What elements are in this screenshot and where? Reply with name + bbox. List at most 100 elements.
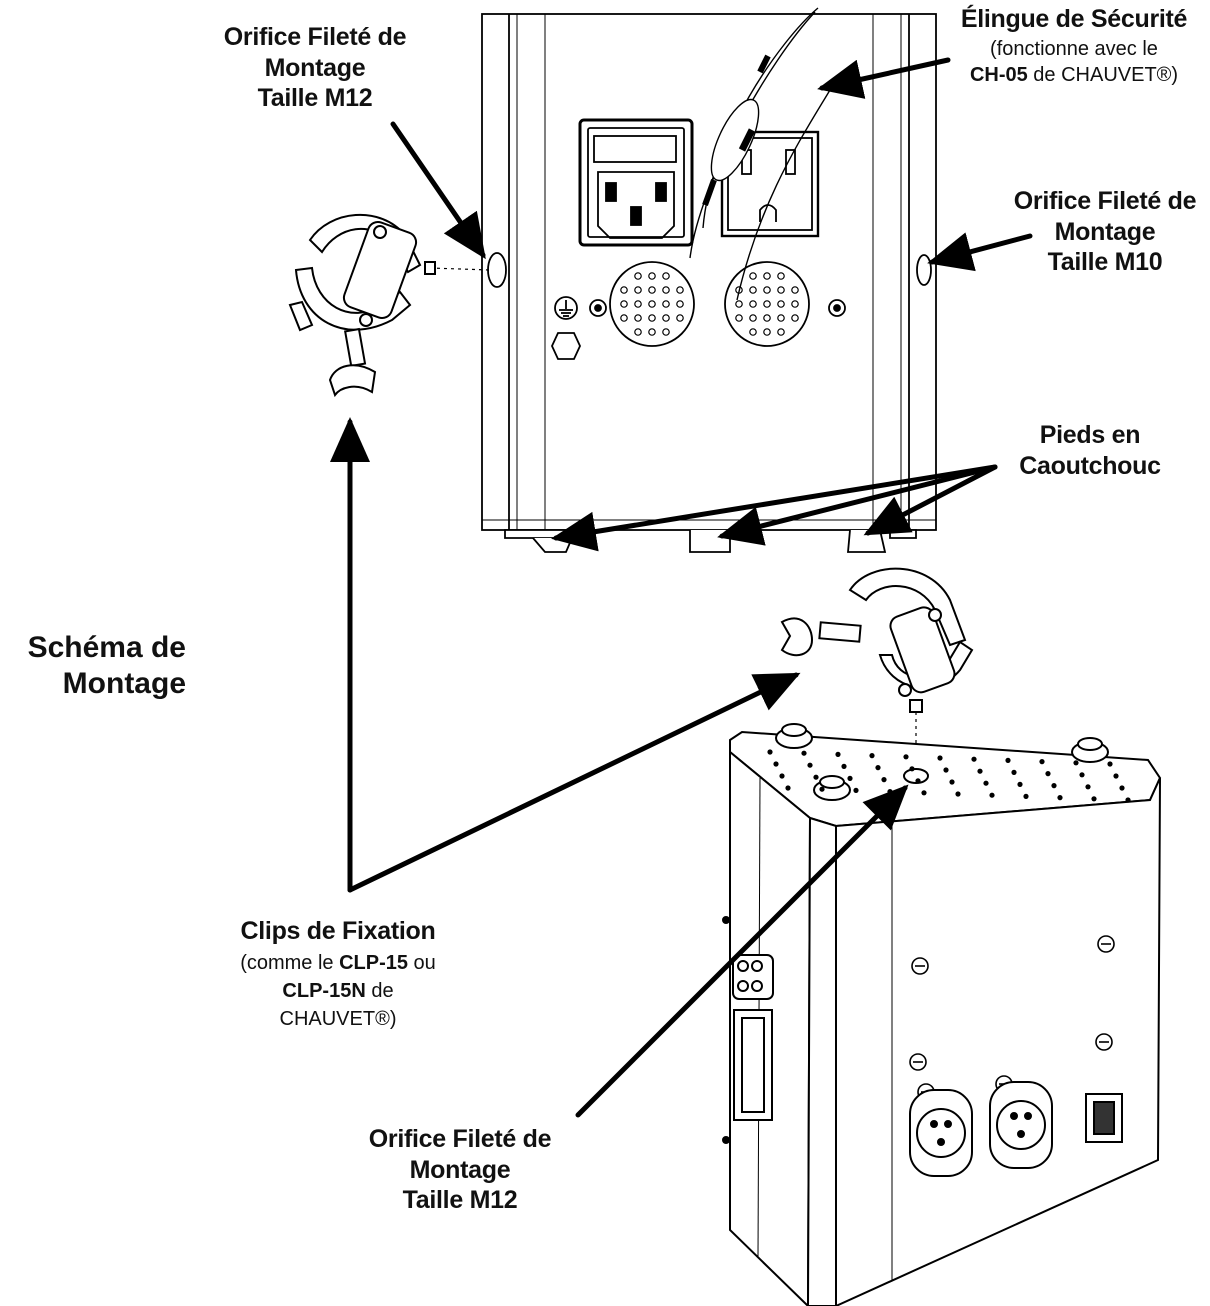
grill-hole [735,314,743,322]
label-safety-cable: Élingue de Sécurité (fonctionne avec le … [960,5,1188,86]
top-m12-hole [903,768,929,784]
power-inlet [578,118,694,247]
grill-hole [735,300,743,308]
vent-hole [875,765,881,771]
m10-side-hole [916,254,932,286]
grill-hole [777,314,785,322]
diagram-title: Schéma de Montage [6,630,186,702]
vent-hole [813,774,819,780]
top-posts [775,723,1109,801]
rubber-feet [504,529,917,553]
grill-hole [620,286,628,294]
vent-hole [767,749,773,755]
vent-hole [955,791,961,797]
vent-hole [869,753,875,759]
power-switch [1085,1093,1123,1143]
vent-hole [887,789,893,795]
vent-hole [853,787,859,794]
vent-hole [807,762,813,768]
vent-hole [1125,797,1131,803]
vent-hole [773,761,779,767]
power-outlet [720,130,820,238]
grill-hole [662,272,670,280]
vent-hole [1119,785,1125,791]
fixture-rear-view [481,7,937,553]
grill-hole [791,286,799,294]
vent-hole [1085,784,1091,790]
grill-hole [662,314,670,322]
grill-hole [749,272,757,280]
vent-hole [1005,757,1011,764]
vent-hole [943,767,949,773]
vent-hole [1017,781,1023,788]
grill-hole [648,328,656,336]
grill-hole [777,286,785,294]
grill-hole [676,300,684,308]
vent-hole [921,790,927,796]
grill-hole [791,300,799,308]
speaker-grill-right [724,261,810,347]
vent-hole [1023,793,1029,800]
label-top-left-m12-hole: Orifice Fileté de Montage Taille M12 [223,23,407,112]
m12-side-hole [487,252,507,288]
grill-hole [777,272,785,280]
grill-hole [749,286,757,294]
vent-hole [881,777,887,783]
grill-hole [648,272,656,280]
ground-screw [551,332,581,360]
grill-hole [749,328,757,336]
vent-hole [977,768,983,774]
diagram-title-line1: Schéma de [27,631,186,664]
grill-hole [620,300,628,308]
speaker-grill-left [609,261,695,347]
grill-hole [634,286,642,294]
label-rubber-feet: Pieds en Caoutchouc [1019,421,1161,480]
xlr-connector-in [909,1089,973,1177]
vent-hole [801,750,807,756]
vent-hole [1079,772,1085,778]
grill-hole [634,328,642,336]
vent-hole [841,763,847,770]
grill-hole [763,314,771,322]
vent-hole [847,775,853,782]
clamp-bottom [780,567,974,770]
vent-hole [903,754,909,760]
grill-hole [777,328,785,336]
vent-hole [915,778,921,784]
vent-hole [1051,783,1057,789]
grill-hole [662,286,670,294]
vent-hole [1057,795,1063,801]
safety-cable [689,7,831,301]
grill-hole [763,300,771,308]
grill-hole [620,314,628,322]
fixture-perspective-view [722,723,1162,1306]
vent-hole [1011,769,1017,776]
label-right-m10-hole: Orifice Fileté de Montage Taille M10 [1013,187,1197,276]
vent-hole [1039,759,1045,765]
vent-hole [1091,796,1097,802]
grill-hole [676,286,684,294]
vent-hole [819,786,825,792]
grill-hole [676,314,684,322]
vent-hole [989,792,995,798]
label-bottom-m12-hole: Orifice Fileté de Montage Taille M12 [368,1125,552,1214]
vent-hole [937,755,943,761]
grill-hole [662,300,670,308]
diagram-title-line2: Montage [62,667,186,700]
vent-hole [1107,761,1113,767]
grill-hole [634,300,642,308]
vent-hole [983,780,989,786]
grill-hole [763,328,771,336]
vent-hole [971,756,977,762]
vent-hole [1045,771,1051,777]
grill-hole [749,314,757,322]
grill-hole [634,272,642,280]
clamp-left [288,214,491,398]
grill-hole [749,300,757,308]
vent-hole [1113,773,1119,779]
grill-hole [763,272,771,280]
grill-hole [791,314,799,322]
vent-hole [785,785,791,791]
grill-hole [634,314,642,322]
